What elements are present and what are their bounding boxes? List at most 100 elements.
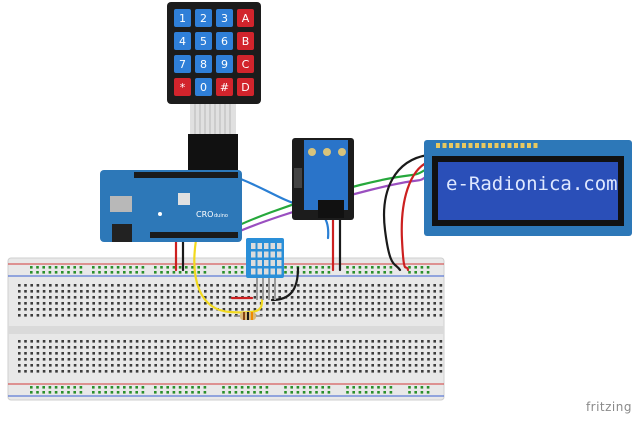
- breadboard-rail-hole: [327, 391, 331, 394]
- breadboard-hole: [92, 358, 95, 361]
- breadboard-hole: [92, 352, 95, 355]
- breadboard-hole: [247, 364, 250, 367]
- breadboard-hole: [433, 370, 436, 373]
- breadboard-hole: [111, 370, 114, 373]
- breadboard-hole: [365, 302, 368, 305]
- breadboard-rail-hole: [178, 391, 182, 394]
- breadboard-rail-hole: [234, 386, 238, 389]
- keypad-key-label: C: [242, 58, 250, 71]
- breadboard-hole: [278, 340, 281, 343]
- breadboard-hole: [191, 352, 195, 355]
- breadboard-hole: [390, 302, 393, 305]
- breadboard-hole: [73, 284, 77, 287]
- breadboard-hole: [346, 370, 350, 373]
- breadboard-hole: [61, 314, 64, 317]
- breadboard-hole: [135, 296, 139, 299]
- breadboard-rail-hole: [240, 391, 244, 394]
- lcd-header-pin: [533, 143, 538, 148]
- breadboard-hole: [73, 370, 77, 373]
- breadboard-hole: [365, 296, 368, 299]
- breadboard-hole: [278, 364, 281, 367]
- breadboard-hole: [396, 340, 399, 343]
- breadboard-hole: [408, 314, 412, 317]
- breadboard-rail-hole: [54, 386, 58, 389]
- breadboard-hole: [377, 352, 381, 355]
- breadboard-hole: [185, 296, 188, 299]
- breadboard-hole: [390, 284, 393, 287]
- breadboard-rail-hole: [197, 271, 200, 274]
- breadboard-hole: [92, 284, 95, 287]
- breadboard-hole: [297, 302, 300, 305]
- breadboard-hole: [197, 302, 201, 305]
- breadboard-hole: [36, 296, 40, 299]
- breadboard-hole: [148, 302, 151, 305]
- breadboard-rail-hole: [172, 271, 176, 274]
- breadboard-hole: [377, 346, 381, 349]
- breadboard-hole: [433, 296, 436, 299]
- breadboard-hole: [185, 302, 188, 305]
- breadboard-hole: [129, 284, 133, 287]
- breadboard-hole: [303, 302, 306, 305]
- breadboard-hole: [197, 296, 201, 299]
- breadboard-hole: [117, 370, 120, 373]
- breadboard-hole: [42, 314, 46, 317]
- breadboard-rail-hole: [284, 391, 287, 394]
- breadboard-hole: [352, 290, 356, 293]
- breadboard-hole: [253, 340, 257, 343]
- lcd-header-pin: [481, 143, 486, 148]
- breadboard-rail-hole: [302, 271, 306, 274]
- breadboard-hole: [334, 284, 337, 287]
- breadboard-hole: [154, 290, 157, 293]
- breadboard-hole: [315, 302, 319, 305]
- breadboard-hole: [371, 352, 374, 355]
- breadboard-rail-hole: [166, 266, 169, 269]
- breadboard-hole: [427, 296, 430, 299]
- keypad-key-label: 1: [179, 12, 186, 25]
- breadboard-hole: [179, 370, 182, 373]
- breadboard-rail-hole: [98, 271, 101, 274]
- breadboard-rail-hole: [383, 266, 386, 269]
- breadboard-hole: [222, 352, 226, 355]
- breadboard-hole: [30, 290, 33, 293]
- breadboard-hole: [204, 346, 207, 349]
- breadboard-rail-hole: [383, 271, 386, 274]
- breadboard-hole: [92, 340, 95, 343]
- breadboard-hole: [228, 346, 232, 349]
- breadboard-rail-hole: [79, 391, 83, 394]
- breadboard-hole: [334, 364, 337, 367]
- breadboard-hole: [315, 346, 319, 349]
- breadboard-hole: [241, 308, 244, 311]
- breadboard-hole: [166, 370, 170, 373]
- breadboard-hole: [297, 314, 300, 317]
- breadboard-rail-hole: [309, 391, 312, 394]
- breadboard-hole: [439, 302, 443, 305]
- breadboard-hole: [272, 364, 275, 367]
- breadboard-hole: [359, 308, 362, 311]
- breadboard-hole: [377, 364, 381, 367]
- breadboard-hole: [185, 352, 188, 355]
- breadboard-hole: [73, 352, 77, 355]
- breadboard-hole: [142, 346, 145, 349]
- breadboard-hole: [123, 296, 126, 299]
- breadboard-hole: [173, 358, 176, 361]
- breadboard-hole: [228, 314, 232, 317]
- breadboard-hole: [129, 290, 133, 293]
- breadboard-hole: [303, 308, 306, 311]
- breadboard-rail-hole: [98, 391, 101, 394]
- breadboard-hole: [383, 358, 387, 361]
- breadboard-hole: [328, 308, 331, 311]
- breadboard-hole: [142, 364, 145, 367]
- breadboard-rail-hole: [135, 271, 138, 274]
- resistor: [234, 312, 262, 320]
- breadboard-hole: [160, 308, 164, 311]
- breadboard-hole: [98, 314, 102, 317]
- breadboard-rail-hole: [228, 386, 231, 389]
- breadboard-rail-hole: [185, 386, 188, 389]
- breadboard-rail-hole: [73, 271, 76, 274]
- breadboard-hole: [340, 296, 343, 299]
- dht-vent: [270, 260, 275, 266]
- breadboard-hole: [111, 290, 114, 293]
- breadboard-hole: [197, 340, 201, 343]
- breadboard-hole: [160, 364, 164, 367]
- breadboard-hole: [272, 346, 275, 349]
